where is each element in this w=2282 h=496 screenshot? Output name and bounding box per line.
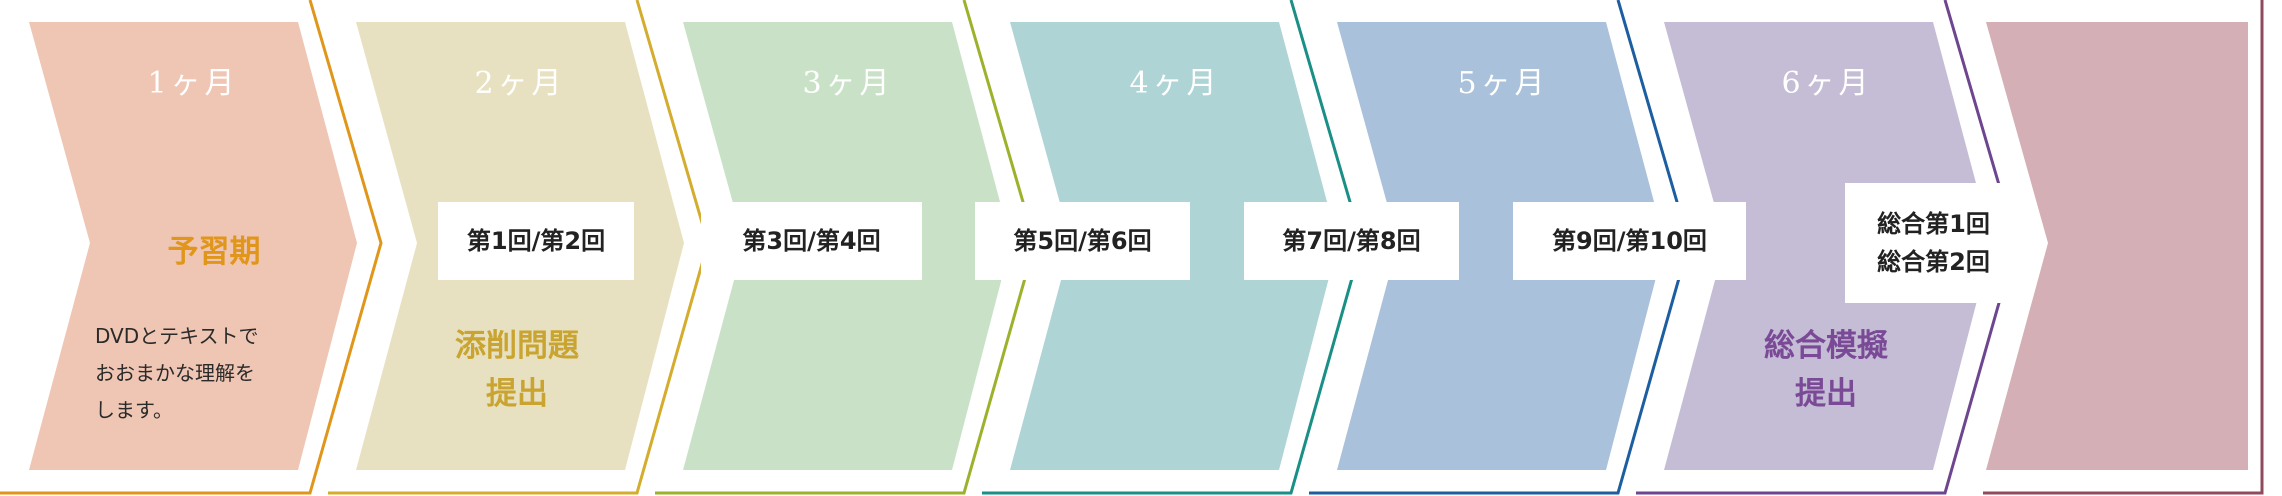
month-label-3: 3ヶ月	[802, 66, 894, 101]
final-session-box: 総合第1回 総合第2回	[1845, 183, 2022, 303]
goal-chevron	[1986, 22, 2248, 470]
session-box-5: 第9回/第10回	[1513, 202, 1746, 280]
desc-line: します。	[95, 398, 173, 422]
stage-chevron-1	[29, 22, 357, 470]
stage6-title: 総合模擬 提出	[1696, 322, 1956, 418]
stage-outline-3	[655, 0, 1037, 495]
session-box-1: 第1回/第2回	[438, 202, 634, 280]
stage-outline-6	[1636, 0, 2018, 495]
month-label-2: 2ヶ月	[474, 66, 566, 101]
stage-outline-4	[982, 0, 1364, 495]
session-label: 第9回/第10回	[1552, 227, 1707, 255]
month-label-1: 1ヶ月	[147, 66, 239, 101]
stage1-title: 予習期	[167, 234, 261, 270]
session-label: 第5回/第6回	[1013, 227, 1152, 255]
session-label: 総合第1回	[1877, 210, 1990, 238]
session-box-4: 第7回/第8回	[1244, 202, 1459, 280]
stage-chevron-6	[1664, 22, 1992, 470]
desc-line: DVDとテキストで	[95, 324, 259, 348]
session-label: 第1回/第2回	[466, 227, 606, 255]
desc-line: おおまかな理解を	[95, 361, 255, 385]
month-label-6: 6ヶ月	[1781, 66, 1873, 101]
goal-outline	[1983, 0, 2264, 495]
session-label: 第7回/第8回	[1282, 227, 1421, 255]
title-line: 提出	[486, 376, 548, 412]
session-box-2: 第3回/第4回	[701, 202, 922, 280]
stage-outline-1	[0, 0, 383, 495]
month-label-5: 5ヶ月	[1457, 66, 1549, 101]
stage-outline-2	[328, 0, 710, 495]
session-label: 第3回/第4回	[742, 227, 881, 255]
title-line: 総合模擬	[1764, 328, 1888, 364]
session-label: 総合第2回	[1877, 248, 1990, 276]
stage1-description: DVDとテキストで おおまかな理解を します。	[95, 318, 259, 429]
session-box-3: 第5回/第6回	[975, 202, 1190, 280]
stage-outline-5	[1309, 0, 1691, 495]
title-line: 提出	[1795, 376, 1857, 412]
title-line: 添削問題	[455, 328, 579, 364]
stage2-title: 添削問題 提出	[387, 322, 647, 418]
month-label-4: 4ヶ月	[1129, 66, 1221, 101]
stage-chevron-5	[1337, 22, 1665, 470]
